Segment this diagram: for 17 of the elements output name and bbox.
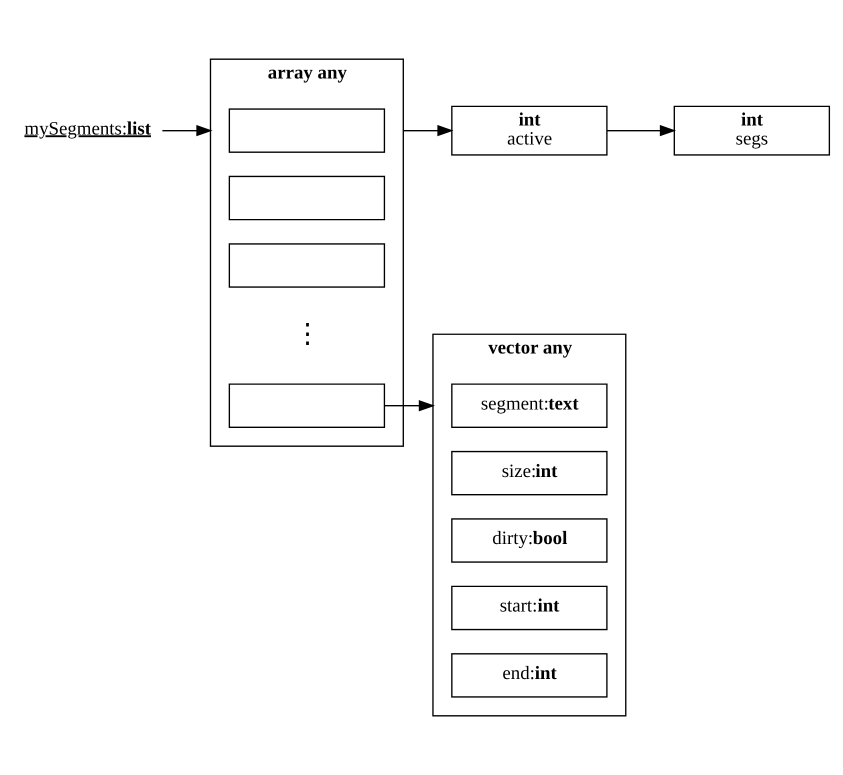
arrow	[162, 124, 213, 136]
node-box	[228, 383, 386, 428]
node-box: int active	[451, 106, 608, 156]
node-box: size:int	[451, 450, 608, 496]
arrow	[384, 400, 435, 412]
node-box: start:int	[451, 586, 608, 630]
node-box	[228, 176, 386, 220]
node-box: end:int	[451, 653, 608, 698]
node-box: segment:text	[451, 383, 608, 428]
node-box: dirty:bool	[451, 518, 608, 563]
node-text: mySegments:list	[24, 118, 151, 140]
node-box	[228, 108, 386, 153]
arrow	[403, 124, 454, 136]
node-box: int segs	[674, 106, 830, 156]
arrow	[606, 124, 676, 136]
label: ⋮	[294, 318, 322, 348]
node-box	[228, 243, 386, 288]
